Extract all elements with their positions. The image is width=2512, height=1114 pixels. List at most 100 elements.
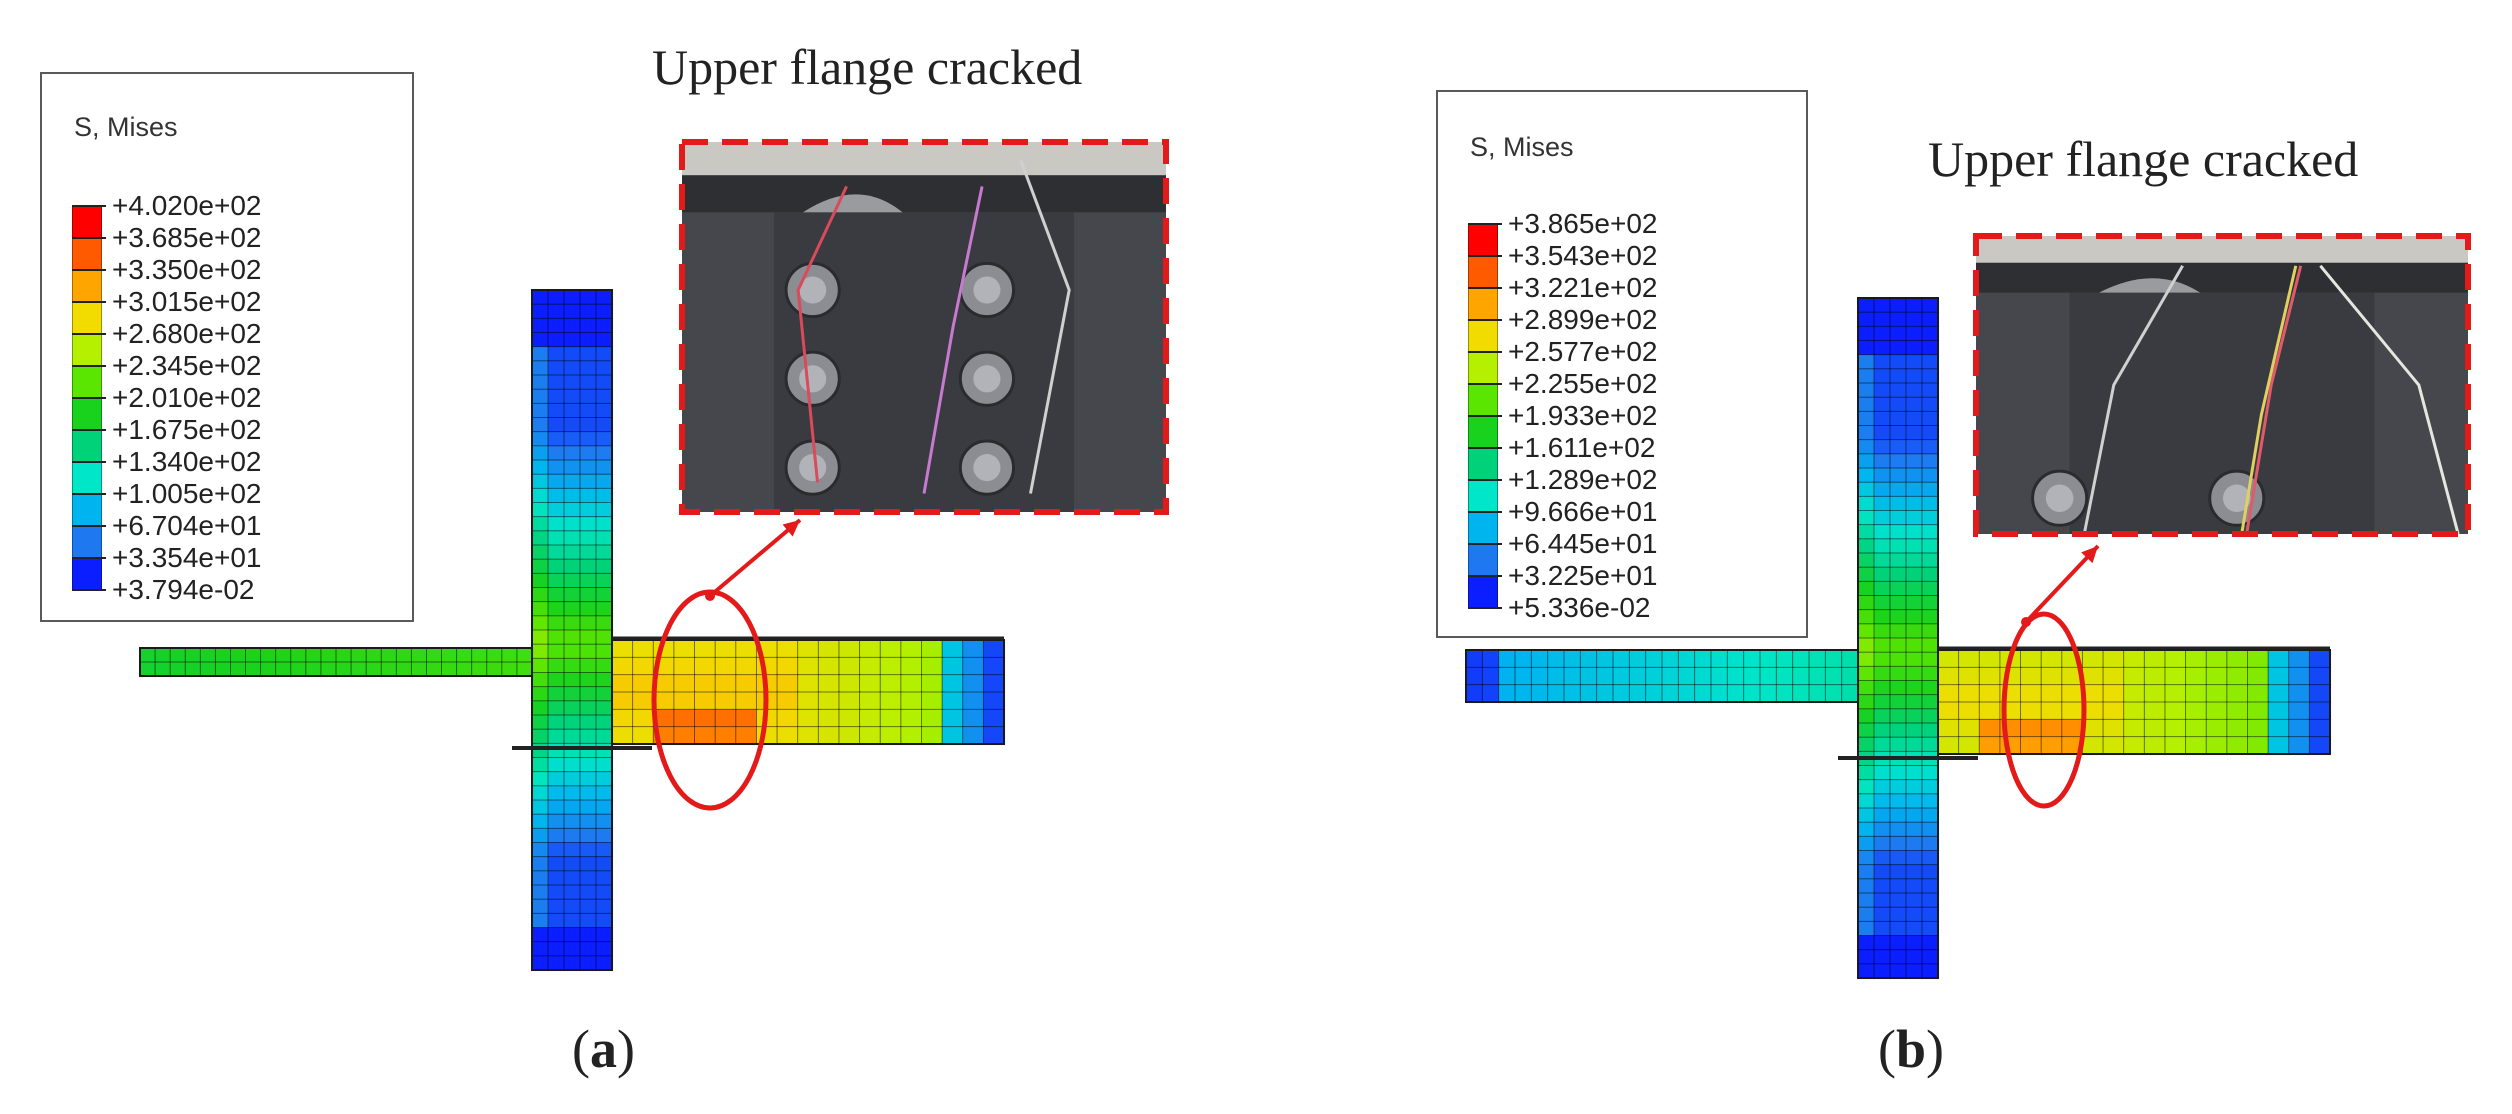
legend-tick: [1468, 319, 1502, 321]
legend-swatch: [1468, 512, 1498, 544]
legend-value: +1.005e+02: [112, 478, 262, 509]
legend-value: +3.354e+01: [112, 542, 262, 573]
arrow-head: [2081, 546, 2098, 564]
legend-tick: [1468, 575, 1502, 577]
legend-swatch: [72, 206, 102, 238]
legend-value: +3.543e+02: [1508, 240, 1658, 271]
panel-b: S, Mises Upper flange cracked (b) +3.865…: [1256, 0, 2512, 1114]
arrow-head: [782, 520, 800, 537]
legend-swatch: [72, 398, 102, 430]
legend-swatch: [1468, 256, 1498, 288]
legend-value: +3.865e+02: [1508, 208, 1658, 239]
legend-tick: [1468, 287, 1502, 289]
legend-value: +1.611e+02: [1508, 432, 1656, 463]
legend-value: +2.680e+02: [112, 318, 262, 349]
legend-tick: [72, 429, 106, 431]
legend-tick: [1468, 415, 1502, 417]
column-mesh: [1857, 297, 1940, 980]
photo-caption: Upper flange cracked: [652, 39, 1083, 95]
legend-swatch: [1468, 480, 1498, 512]
label-letter: a: [589, 1019, 617, 1079]
legend-value: +3.794e-02: [112, 574, 255, 605]
panel-a: S, Mises Upper flange cracked (a) +4.020…: [40, 39, 1169, 1080]
legend-value: +2.010e+02: [112, 382, 262, 413]
legend-tick: [1468, 543, 1502, 545]
legend-tick: [1468, 511, 1502, 513]
legend-title: S, Mises: [74, 112, 178, 142]
label-close-paren: ): [1926, 1019, 1945, 1079]
label-open-paren: (: [1878, 1019, 1896, 1079]
label-letter: b: [1895, 1019, 1927, 1079]
legend-tick: [72, 205, 106, 207]
left-beam-stub-mesh: [1465, 649, 1860, 704]
legend-value: +1.289e+02: [1508, 464, 1658, 495]
photo-dashed-frame: [1973, 233, 2471, 537]
legend-swatch: [72, 430, 102, 462]
arrow-tail-dot: [2021, 617, 2031, 627]
legend-tick: [72, 397, 106, 399]
legend-swatch: [72, 270, 102, 302]
right-beam-mesh: [1937, 649, 2332, 756]
legend-tick: [1468, 607, 1502, 609]
legend-tick: [1468, 223, 1502, 225]
legend-swatch: [1468, 384, 1498, 416]
legend-swatch: [72, 558, 102, 590]
panel-label-b: (b): [1878, 1018, 1944, 1080]
fe-model-a: [139, 139, 1169, 972]
legend-swatch: [1468, 416, 1498, 448]
legend-swatch: [72, 238, 102, 270]
legend-tick: [72, 557, 106, 559]
crack-highlight-ellipse: [2001, 611, 2087, 809]
legend-value: +3.685e+02: [112, 222, 262, 253]
legend-tick: [1468, 447, 1502, 449]
specimen-photo: [682, 142, 1166, 513]
legend-box: S, Mises: [40, 72, 414, 622]
legend-tick: [72, 365, 106, 367]
legend-value: +5.336e-02: [1508, 592, 1651, 623]
legend-swatch: [1468, 320, 1498, 352]
legend-title: S, Mises: [1470, 132, 1574, 162]
photo-dashed-frame: [679, 139, 1169, 515]
legend-swatch: [1468, 448, 1498, 480]
legend-tick: [1468, 255, 1502, 257]
legend-value: +6.704e+01: [112, 510, 262, 541]
legend-swatch: [1468, 352, 1498, 384]
legend-tick: [72, 525, 106, 527]
left-beam-stub-mesh: [139, 647, 534, 678]
label-open-paren: (: [572, 1019, 590, 1079]
legend-swatch: [1468, 576, 1498, 608]
legend-swatch: [72, 526, 102, 558]
legend-value: +3.015e+02: [112, 286, 262, 317]
legend-value: +2.577e+02: [1508, 336, 1658, 367]
specimen-photo: [1976, 236, 2468, 535]
photo-caption: Upper flange cracked: [1928, 131, 2359, 187]
legend-value: +1.675e+02: [112, 414, 262, 445]
callout-arrow: [708, 518, 802, 598]
legend-value: +3.350e+02: [112, 254, 262, 285]
legend-tick: [72, 237, 106, 239]
legend-swatch: [1468, 224, 1498, 256]
legend-value: +6.445e+01: [1508, 528, 1658, 559]
legend-value: +2.899e+02: [1508, 304, 1658, 335]
legend-tick: [1468, 383, 1502, 385]
legend-tick: [1468, 479, 1502, 481]
legend-tick: [72, 269, 106, 271]
legend-swatch: [72, 462, 102, 494]
legend-swatch: [1468, 288, 1498, 320]
legend-value: +3.221e+02: [1508, 272, 1658, 303]
legend-tick: [72, 589, 106, 591]
column-mesh: [531, 289, 614, 972]
panel-label-a: (a): [572, 1018, 635, 1080]
legend-tick: [72, 333, 106, 335]
legend-swatch: [72, 366, 102, 398]
legend-value: +1.340e+02: [112, 446, 262, 477]
legend-tick: [72, 493, 106, 495]
legend-tick: [72, 461, 106, 463]
legend-swatch: [72, 334, 102, 366]
right-beam-mesh: [611, 639, 1006, 746]
legend-swatch: [72, 302, 102, 334]
legend-value: +9.666e+01: [1508, 496, 1658, 527]
fe-model-b: [1465, 233, 2471, 980]
legend-swatch: [1468, 544, 1498, 576]
legend-box: S, Mises: [1436, 90, 1808, 638]
